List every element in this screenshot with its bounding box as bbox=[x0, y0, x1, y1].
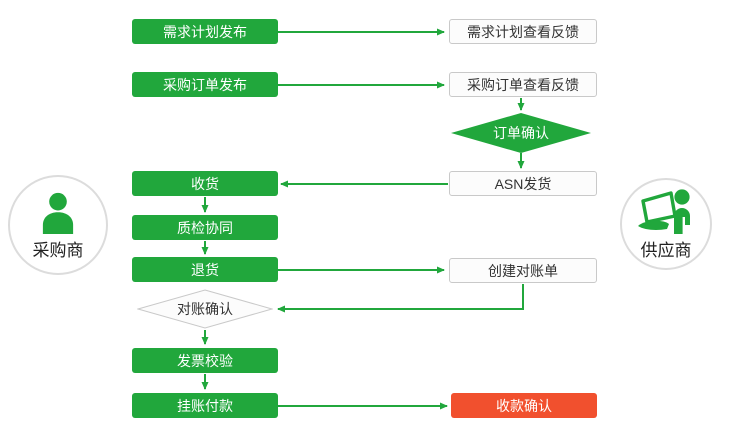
node-return-goods-label: 退货 bbox=[191, 261, 219, 278]
node-invoice-check: 发票校验 bbox=[132, 348, 278, 373]
node-req-plan-view: 需求计划查看反馈 bbox=[449, 19, 597, 44]
node-statement-confirm-label: 对账确认 bbox=[177, 301, 233, 317]
node-po-pub: 采购订单发布 bbox=[132, 72, 278, 97]
diamond-shape-white bbox=[137, 289, 273, 329]
person-icon bbox=[42, 192, 74, 234]
node-po-view: 采购订单查看反馈 bbox=[449, 72, 597, 97]
node-create-statement-label: 创建对账单 bbox=[488, 262, 558, 279]
node-invoice-check-label: 发票校验 bbox=[177, 352, 233, 369]
node-receive: 收货 bbox=[132, 171, 278, 196]
node-receive-label: 收货 bbox=[191, 175, 219, 192]
arrow-statement-to-confirm bbox=[277, 284, 524, 313]
node-return-goods: 退货 bbox=[132, 257, 278, 282]
buyer-actor-circle: 采购商 bbox=[8, 175, 108, 275]
supplier-actor-circle: 供应商 bbox=[620, 178, 712, 270]
node-qc-collab: 质检协同 bbox=[132, 215, 278, 240]
node-payment-label: 挂账付款 bbox=[177, 397, 233, 414]
node-req-plan-view-label: 需求计划查看反馈 bbox=[467, 23, 579, 40]
node-asn-ship-label: ASN发货 bbox=[494, 175, 552, 192]
node-order-confirm-label: 订单确认 bbox=[493, 125, 549, 141]
node-req-plan-pub: 需求计划发布 bbox=[132, 19, 278, 44]
node-qc-collab-label: 质检协同 bbox=[177, 219, 233, 236]
supplier-label: 供应商 bbox=[640, 240, 692, 260]
buyer-label: 采购商 bbox=[32, 240, 84, 260]
node-payment: 挂账付款 bbox=[132, 393, 278, 418]
node-receipt-confirm-label: 收款确认 bbox=[496, 397, 552, 414]
person-laptop-icon bbox=[638, 188, 690, 234]
node-order-confirm: 订单确认 bbox=[451, 113, 591, 153]
node-statement-confirm: 对账确认 bbox=[137, 289, 273, 329]
node-asn-ship: ASN发货 bbox=[449, 171, 597, 196]
node-receipt-confirm: 收款确认 bbox=[451, 393, 597, 418]
node-req-plan-pub-label: 需求计划发布 bbox=[163, 23, 247, 40]
node-create-statement: 创建对账单 bbox=[449, 258, 597, 283]
node-po-view-label: 采购订单查看反馈 bbox=[467, 76, 579, 93]
node-po-pub-label: 采购订单发布 bbox=[163, 76, 247, 93]
diamond-shape-green bbox=[451, 113, 591, 153]
